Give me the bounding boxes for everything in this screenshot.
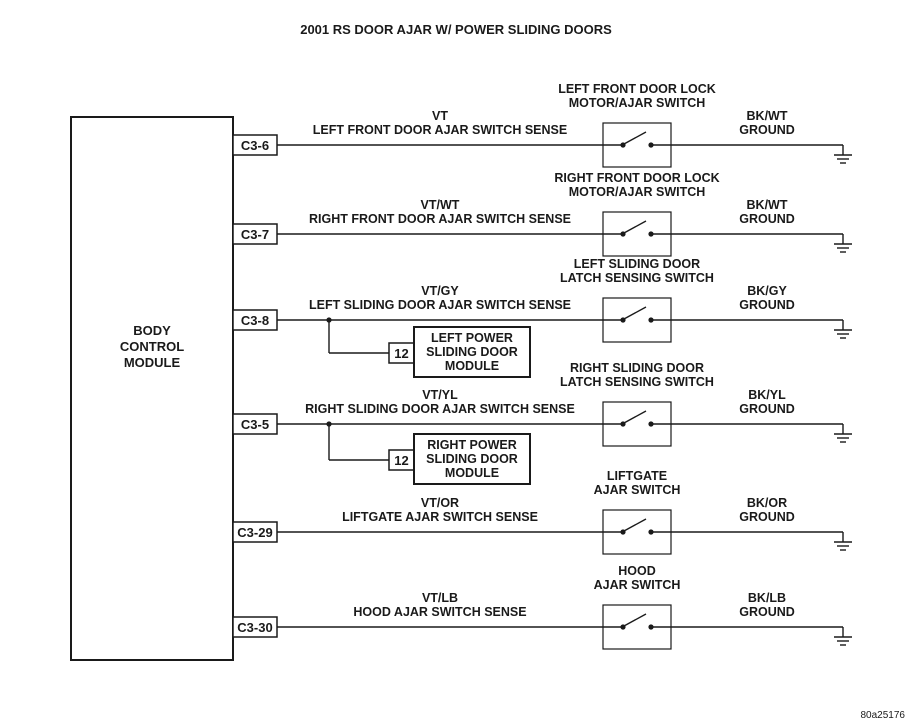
sense-circuit-label: RIGHT FRONT DOOR AJAR SWITCH SENSE bbox=[309, 212, 571, 226]
connector-label: C3-6 bbox=[241, 138, 269, 153]
switch-label-line-1: RIGHT SLIDING DOOR bbox=[570, 361, 704, 375]
switch-label-line-1: LEFT SLIDING DOOR bbox=[574, 257, 700, 271]
bcm-label-line-3: MODULE bbox=[124, 355, 181, 370]
module-label-line-1: RIGHT POWER bbox=[427, 438, 517, 452]
connector-label: C3-5 bbox=[241, 417, 269, 432]
ground-icon bbox=[834, 532, 852, 551]
sense-circuit-label: LIFTGATE AJAR SWITCH SENSE bbox=[342, 510, 538, 524]
switch-symbol bbox=[602, 604, 672, 650]
switch-label-line-2: AJAR SWITCH bbox=[594, 483, 681, 497]
switch-symbol bbox=[602, 401, 672, 447]
module-label-line-2: SLIDING DOOR bbox=[426, 452, 518, 466]
switch-label-line-1: RIGHT FRONT DOOR LOCK bbox=[554, 171, 719, 185]
ground-label: GROUND bbox=[739, 510, 795, 524]
ground-color-label: BK/WT bbox=[747, 198, 788, 212]
connector-pin: C3-29 bbox=[232, 521, 278, 543]
switch-label-line-2: LATCH SENSING SWITCH bbox=[560, 271, 714, 285]
connector-pin: C3-6 bbox=[232, 134, 278, 156]
switch-symbol bbox=[602, 211, 672, 257]
ground-color-label: BK/LB bbox=[748, 591, 786, 605]
switch-label-line-2: LATCH SENSING SWITCH bbox=[560, 375, 714, 389]
wire-color-label: VT/LB bbox=[422, 591, 458, 605]
switch-symbol bbox=[602, 297, 672, 343]
ground-icon bbox=[834, 234, 852, 253]
connector-pin: C3-30 bbox=[232, 616, 278, 638]
ground-icon bbox=[834, 424, 852, 443]
sense-circuit-label: LEFT SLIDING DOOR AJAR SWITCH SENSE bbox=[309, 298, 571, 312]
ground-color-label: BK/YL bbox=[748, 388, 786, 402]
figure-id: 80a25176 bbox=[861, 710, 906, 721]
sense-circuit-label: RIGHT SLIDING DOOR AJAR SWITCH SENSE bbox=[305, 402, 575, 416]
sense-circuit-label: HOOD AJAR SWITCH SENSE bbox=[353, 605, 526, 619]
switch-label-line-2: AJAR SWITCH bbox=[594, 578, 681, 592]
wire-color-label: VT bbox=[432, 109, 448, 123]
wire-color-label: VT/OR bbox=[421, 496, 459, 510]
connector-label: C3-29 bbox=[237, 525, 272, 540]
switch-label-line-2: MOTOR/AJAR SWITCH bbox=[569, 96, 706, 110]
ground-color-label: BK/OR bbox=[747, 496, 787, 510]
module-label-line-3: MODULE bbox=[445, 359, 499, 373]
ground-label: GROUND bbox=[739, 605, 795, 619]
ground-icon bbox=[834, 145, 852, 164]
module-pin-label: 12 bbox=[394, 346, 408, 361]
connector-label: C3-7 bbox=[241, 227, 269, 242]
wire-color-label: VT/WT bbox=[421, 198, 460, 212]
module-label-line-1: LEFT POWER bbox=[431, 331, 513, 345]
ground-label: GROUND bbox=[739, 402, 795, 416]
ground-icon bbox=[834, 627, 852, 646]
connector-label: C3-30 bbox=[237, 620, 272, 635]
wire-color-label: VT/GY bbox=[421, 284, 459, 298]
connector-pin: C3-8 bbox=[232, 309, 278, 331]
ground-label: GROUND bbox=[739, 298, 795, 312]
sense-circuit-label: LEFT FRONT DOOR AJAR SWITCH SENSE bbox=[313, 123, 567, 137]
connector-pin: C3-5 bbox=[232, 413, 278, 435]
connector-label: C3-8 bbox=[241, 313, 269, 328]
bcm-label-line-1: BODY bbox=[133, 323, 171, 338]
ground-icon bbox=[834, 320, 852, 339]
switch-symbol bbox=[602, 509, 672, 555]
ground-color-label: BK/GY bbox=[747, 284, 787, 298]
module-label-line-3: MODULE bbox=[445, 466, 499, 480]
switch-label-line-1: LIFTGATE bbox=[607, 469, 667, 483]
switch-label-line-1: HOOD bbox=[618, 564, 656, 578]
diagram-title: 2001 RS DOOR AJAR W/ POWER SLIDING DOORS bbox=[300, 22, 612, 37]
ground-color-label: BK/WT bbox=[747, 109, 788, 123]
bcm-label-line-2: CONTROL bbox=[120, 339, 184, 354]
switch-symbol bbox=[602, 122, 672, 168]
switch-label-line-1: LEFT FRONT DOOR LOCK bbox=[558, 82, 716, 96]
switch-label-line-2: MOTOR/AJAR SWITCH bbox=[569, 185, 706, 199]
ground-label: GROUND bbox=[739, 123, 795, 137]
connector-pin: C3-7 bbox=[232, 223, 278, 245]
ground-label: GROUND bbox=[739, 212, 795, 226]
body-control-module: BODY CONTROL MODULE bbox=[70, 116, 234, 661]
module-pin-label: 12 bbox=[394, 453, 408, 468]
module-label-line-2: SLIDING DOOR bbox=[426, 345, 518, 359]
wire-color-label: VT/YL bbox=[422, 388, 458, 402]
